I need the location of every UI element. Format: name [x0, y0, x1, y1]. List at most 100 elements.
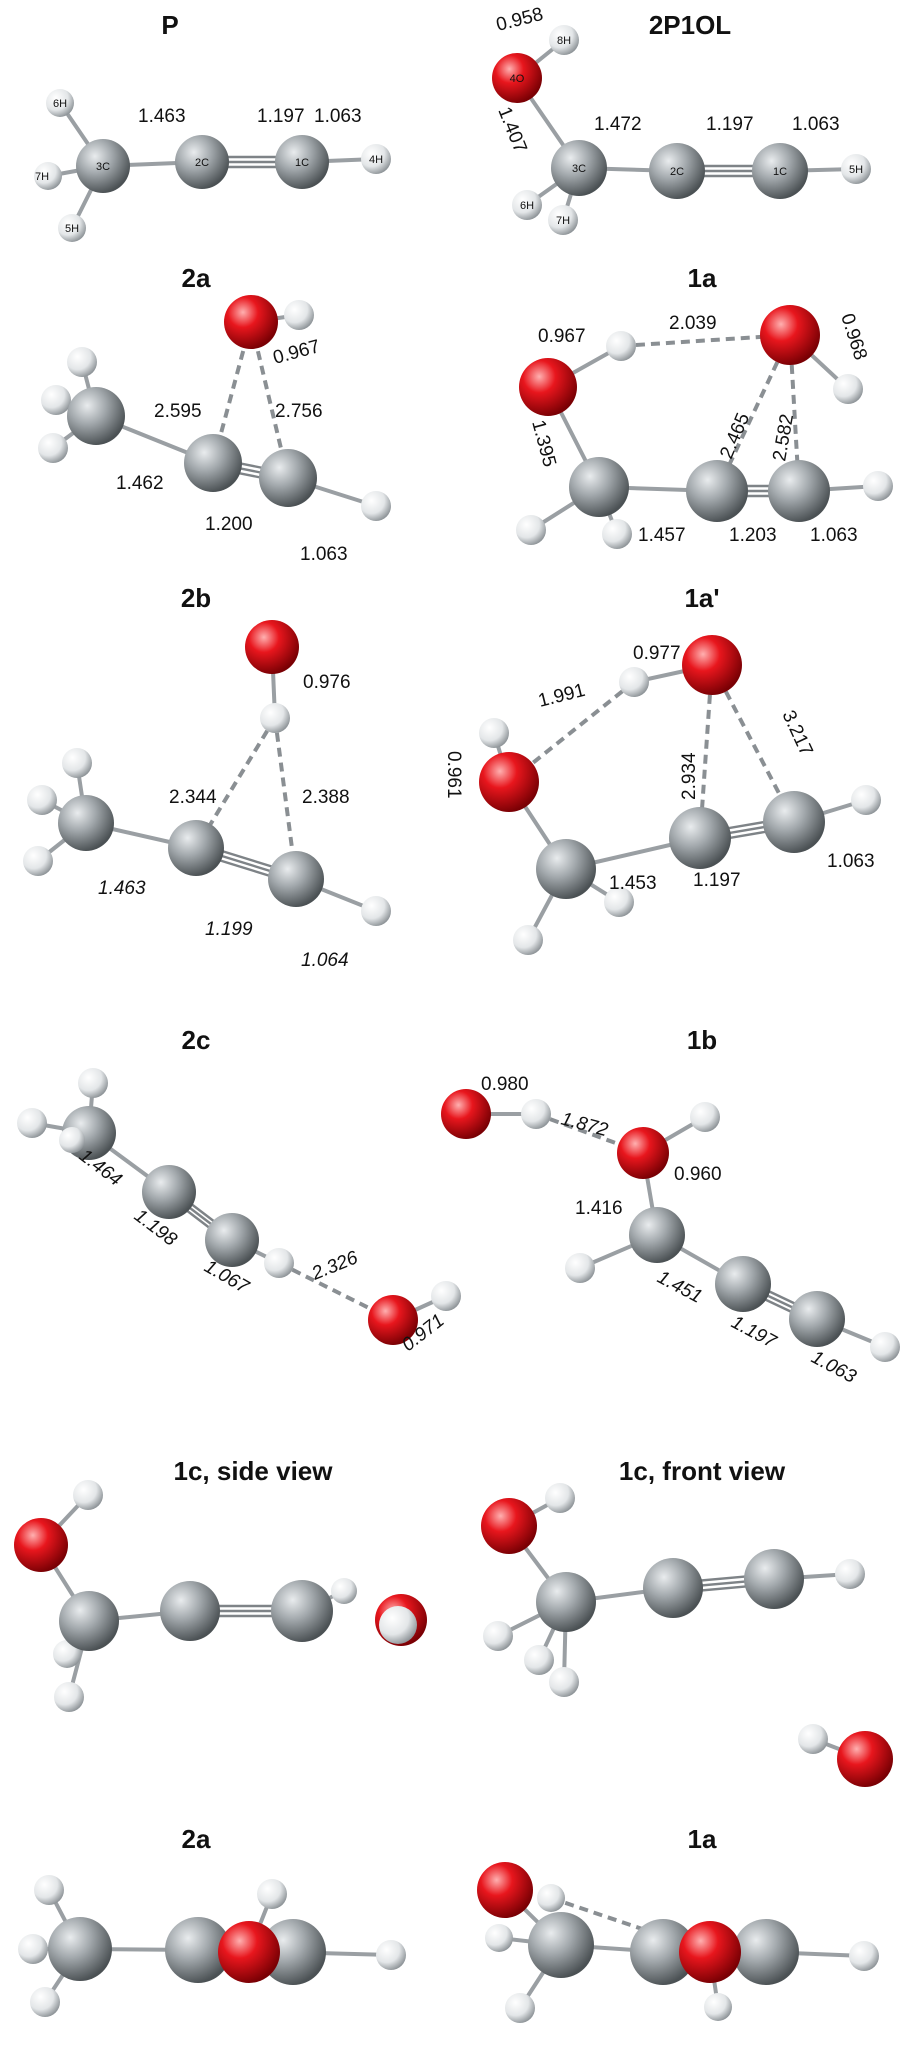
carbon-atom	[789, 1291, 845, 1347]
hydrogen-atom	[260, 703, 290, 733]
oxygen-atom	[492, 53, 542, 103]
carbon-atom	[168, 820, 224, 876]
atom-label: 2C	[195, 157, 209, 169]
carbon-atom	[175, 135, 229, 189]
hydrogen-atom	[17, 1108, 47, 1138]
panel-2a-second-view: 2a	[18, 1824, 406, 2017]
carbon-atom	[733, 1919, 799, 1985]
carbon-atom	[768, 460, 830, 522]
oxygen-atom	[837, 1731, 893, 1787]
hydrogen-atom	[361, 896, 391, 926]
carbon-atom	[165, 1917, 231, 1983]
oxygen-atom	[479, 752, 539, 812]
bond-length: 2.582	[769, 412, 798, 462]
carbon-atom	[259, 449, 317, 507]
bond-length: 1.472	[594, 114, 642, 135]
panel-1a-second-view: 1a	[477, 1824, 879, 2023]
hydrogen-atom	[513, 925, 543, 955]
panel-title: 1a'	[684, 583, 719, 613]
atom-label: 6H	[53, 98, 67, 110]
bond-length: 1.197	[706, 114, 754, 135]
hydrogen-atom	[34, 1875, 64, 1905]
carbon-atom	[142, 1165, 196, 1219]
bond-length: 2.934	[679, 752, 700, 800]
carbon-atom	[48, 1917, 112, 1981]
hydrogen-atom	[512, 190, 542, 220]
hydrogen-atom	[606, 331, 636, 361]
hydrogen-atom	[521, 1099, 551, 1129]
bond-length: 1.200	[205, 514, 253, 535]
atom-label: 2C	[670, 166, 684, 178]
atom-label: 5H	[849, 164, 863, 176]
oxygen-atom	[441, 1089, 491, 1139]
oxygen-atom	[477, 1862, 533, 1918]
bond-length: 1.197	[693, 870, 741, 891]
oxygen-atom	[224, 295, 278, 349]
carbon-atom	[184, 434, 242, 492]
panel-2P1OL: 2P1OL 8H 4O 3C 6H 7H 2C 1C 5H 0.958 1.40…	[492, 4, 871, 235]
panel-2c: 2c 1.464 1.198 1.067 2.326 0.971	[17, 1025, 461, 1356]
atom-label: 3C	[572, 163, 586, 175]
panel-title: 1c, front view	[619, 1456, 786, 1486]
panel-title: 1b	[687, 1025, 717, 1055]
panel-1b: 1b 0.980 1.872 0.960 1.416 1.451 1.197 1…	[441, 1025, 900, 1388]
bond-length: 0.967	[271, 336, 322, 369]
hydrogen-atom	[58, 214, 86, 242]
bond-length: 0.967	[538, 326, 586, 347]
panel-title: 2a	[182, 1824, 211, 1854]
bond-length: 0.968	[836, 311, 871, 363]
hydrogen-atom	[73, 1480, 103, 1510]
carbon-atom	[629, 1207, 685, 1263]
bond-length: 1.063	[792, 114, 840, 135]
bond-length: 1.453	[609, 873, 657, 894]
hydrogen-atom	[479, 718, 509, 748]
panel-title: 2b	[181, 583, 211, 613]
carbon-atom	[536, 839, 596, 899]
hydrogen-atom	[549, 25, 579, 55]
atom-label: 4O	[510, 73, 525, 85]
bond-length: 0.960	[674, 1164, 722, 1185]
hydrogen-atom	[516, 515, 546, 545]
hydrogen-atom	[602, 519, 632, 549]
bond-length: 1.991	[536, 680, 587, 712]
bond-length: 2.756	[275, 401, 323, 422]
atom-label: 7H	[556, 215, 570, 227]
carbon-atom	[569, 457, 629, 517]
oxygen-atom	[218, 1921, 280, 1983]
hydrogen-atom	[257, 1879, 287, 1909]
bond-length: 2.326	[308, 1247, 361, 1285]
bond-length: 1.064	[301, 950, 349, 971]
oxygen-atom	[519, 358, 577, 416]
bond-length: 1.407	[493, 104, 530, 156]
bond-length: 2.465	[716, 410, 754, 462]
hydrogen-atom	[549, 1667, 579, 1697]
hydrogen-atom	[264, 1248, 294, 1278]
bond-length: 0.961	[443, 751, 464, 799]
carbon-atom	[268, 851, 324, 907]
hydrogen-atom	[431, 1281, 461, 1311]
carbon-atom	[160, 1581, 220, 1641]
hydrogen-atom	[483, 1621, 513, 1651]
hydrogen-atom	[619, 667, 649, 697]
bond-length: 2.388	[302, 787, 350, 808]
hydrogen-atom	[23, 846, 53, 876]
bond-length: 2.595	[154, 401, 202, 422]
carbon-atom	[715, 1256, 771, 1312]
panel-title: 2P1OL	[649, 10, 731, 40]
carbon-atom	[669, 807, 731, 869]
carbon-atom	[271, 1580, 333, 1642]
oxygen-atom	[679, 1921, 741, 1983]
bond-length: 1.063	[827, 851, 875, 872]
oxygen-atom	[368, 1295, 418, 1345]
carbon-atom	[67, 387, 125, 445]
hydrogen-atom	[53, 1640, 81, 1668]
bond-length: 3.217	[777, 707, 816, 759]
hydrogen-atom	[870, 1332, 900, 1362]
hydrogen-atom	[54, 1682, 84, 1712]
panel-1a-prime: 1a' 0.977 1.991 0.961 2.934 3.217 1.453 …	[443, 583, 881, 955]
panel-title: 2c	[182, 1025, 211, 1055]
hydrogen-atom	[704, 1993, 732, 2021]
panel-P: P 6H 7H 5H 3C 2C 1C 4H 1.463 1.197 1.063	[34, 10, 391, 242]
hydrogen-atom	[34, 162, 62, 190]
bond-length: 1.063	[314, 106, 362, 127]
